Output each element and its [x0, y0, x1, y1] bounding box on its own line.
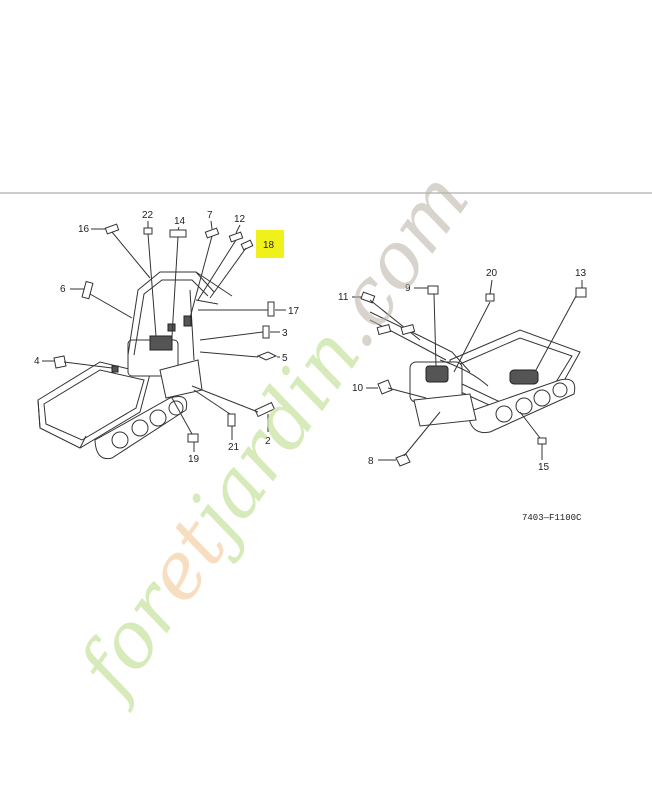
- callout-10[interactable]: 10: [352, 383, 364, 394]
- callout-14[interactable]: 14: [174, 216, 186, 227]
- machine-left-view: [37, 271, 233, 460]
- callout-12[interactable]: 12: [234, 214, 246, 225]
- callout-19[interactable]: 19: [188, 454, 200, 465]
- callout-22[interactable]: 22: [142, 210, 154, 221]
- callout-6[interactable]: 6: [60, 284, 66, 295]
- callout-7[interactable]: 7: [207, 210, 213, 221]
- callout-20[interactable]: 20: [486, 268, 498, 279]
- machine-right-view: [369, 311, 581, 434]
- callout-17[interactable]: 17: [288, 306, 300, 317]
- highlight-box: [256, 230, 284, 258]
- callout-3[interactable]: 3: [282, 328, 288, 339]
- callout-21[interactable]: 21: [228, 442, 240, 453]
- callout-9[interactable]: 9: [405, 283, 411, 294]
- callout-18[interactable]: 18: [263, 240, 275, 251]
- callout-16[interactable]: 16: [78, 224, 90, 235]
- callout-11[interactable]: 11: [338, 292, 349, 303]
- callout-numbers: 16 22 14 7 12 18 6 17 3 5 4 2 21 19 11 9…: [34, 210, 587, 473]
- right-callouts: [360, 285, 587, 467]
- callout-4[interactable]: 4: [34, 356, 40, 367]
- callout-2[interactable]: 2: [265, 436, 271, 447]
- callout-ticks: [42, 220, 583, 461]
- callout-15[interactable]: 15: [538, 462, 550, 473]
- left-callouts: [53, 223, 278, 443]
- drawing-code: 7403—F1100C: [522, 513, 582, 523]
- callout-13[interactable]: 13: [575, 268, 587, 279]
- callout-8[interactable]: 8: [368, 456, 374, 467]
- callout-5[interactable]: 5: [282, 353, 288, 364]
